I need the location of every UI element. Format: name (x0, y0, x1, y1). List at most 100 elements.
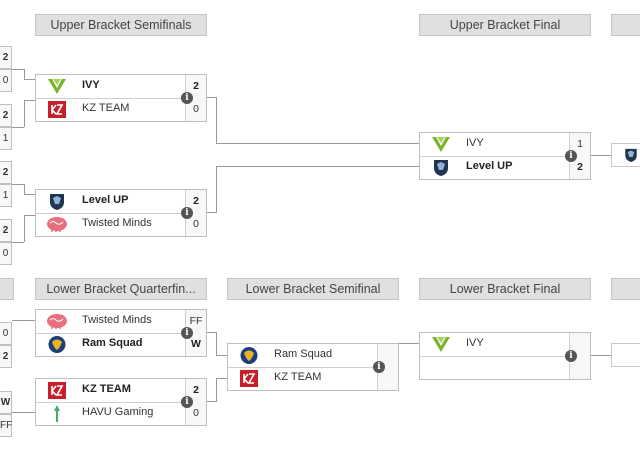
header-lb-final: Lower Bracket Final (419, 278, 591, 300)
team-score (569, 356, 590, 379)
connector-line (216, 166, 419, 167)
header-cutoff-right-bottom (611, 278, 640, 300)
team-score: 2 (569, 156, 590, 179)
match-info-icon[interactable]: i (181, 396, 193, 408)
team-name: Ram Squad (82, 337, 143, 349)
header-lb-semifinal: Lower Bracket Semifinal (227, 278, 399, 300)
edge-score: 1 (0, 127, 12, 150)
team-row[interactable]: Ram Squad W (36, 333, 206, 356)
team-score (377, 367, 398, 390)
connector-line (216, 97, 217, 143)
twisted-minds-logo-icon (47, 314, 67, 329)
edge-score: 2 (0, 219, 12, 242)
team-name: IVY (82, 79, 100, 91)
level-up-logo-icon (434, 160, 448, 176)
level-up-logo-icon (50, 194, 64, 210)
team-row[interactable]: KZ TEAM (228, 367, 398, 390)
connector-line (216, 355, 227, 356)
team-score: W (185, 333, 206, 356)
kz-team-logo-icon (240, 370, 258, 387)
header-ub-semifinals: Upper Bracket Semifinals (35, 14, 207, 36)
connector-line (216, 166, 217, 213)
team-name: KZ TEAM (82, 383, 131, 395)
team-name: Level UP (466, 160, 513, 172)
connector-line (12, 127, 24, 128)
match-info-icon[interactable]: i (373, 361, 385, 373)
connector-line (207, 97, 217, 98)
team-name: HAVU Gaming (82, 406, 154, 418)
match-ub-semifinal-1[interactable]: IVY 2 KZ TEAM 0 i (35, 74, 207, 122)
ivy-logo-icon (432, 337, 450, 352)
team-score: 0 (185, 402, 206, 425)
edge-score: 0 (0, 69, 12, 92)
team-name: Ram Squad (274, 348, 333, 360)
match-lb-quarterfinal-2[interactable]: KZ TEAM 2 HAVU Gaming 0 i (35, 378, 207, 426)
team-score: 0 (185, 213, 206, 236)
edge-score: 2 (0, 46, 12, 69)
next-match-stub[interactable] (611, 143, 640, 167)
connector-line (24, 215, 35, 216)
kz-team-logo-icon (48, 382, 66, 399)
match-info-icon[interactable]: i (181, 92, 193, 104)
connector-line (399, 343, 419, 344)
team-score: 0 (185, 98, 206, 121)
header-cutoff-left-bottom (0, 278, 14, 300)
match-ub-final[interactable]: IVY 1 Level UP 2 i (419, 132, 591, 180)
connector-line (12, 412, 35, 413)
match-lb-final[interactable]: IVY i (419, 332, 591, 380)
connector-line (591, 155, 611, 156)
next-match-stub[interactable] (611, 343, 640, 367)
twisted-minds-logo-icon (47, 217, 67, 232)
team-name: Twisted Minds (82, 314, 152, 326)
kz-team-logo-icon (48, 101, 66, 118)
team-name: KZ TEAM (82, 102, 130, 114)
ivy-logo-icon (48, 79, 66, 94)
team-name: Twisted Minds (82, 217, 152, 229)
team-row[interactable]: KZ TEAM 2 (36, 379, 206, 403)
connector-line (216, 378, 217, 402)
connector-line (24, 79, 35, 80)
team-row[interactable]: Level UP 2 (420, 156, 590, 179)
edge-score: FF (0, 414, 12, 437)
ivy-logo-icon (432, 137, 450, 152)
connector-line (12, 69, 24, 70)
team-name: IVY (466, 337, 484, 349)
connector-line (24, 194, 35, 195)
connector-line (24, 100, 35, 101)
match-lb-semifinal[interactable]: Ram Squad KZ TEAM i (227, 343, 399, 391)
edge-score: 2 (0, 104, 12, 127)
connector-line (216, 378, 227, 379)
match-info-icon[interactable]: i (565, 150, 577, 162)
level-up-logo-icon (625, 148, 637, 162)
match-info-icon[interactable]: i (565, 350, 577, 362)
team-row[interactable]: Twisted Minds 0 (36, 213, 206, 236)
connector-line (207, 401, 217, 402)
team-name: KZ TEAM (274, 371, 322, 383)
team-name: Level UP (82, 194, 129, 206)
match-info-icon[interactable]: i (181, 207, 193, 219)
header-lb-quarterfinals: Lower Bracket Quarterfin... (35, 278, 207, 300)
match-info-icon[interactable]: i (181, 327, 193, 339)
edge-score: 2 (0, 345, 12, 368)
connector-line (12, 242, 24, 243)
connector-line (12, 320, 35, 321)
edge-score: W (0, 391, 12, 414)
connector-line (24, 69, 25, 79)
connector-line (24, 100, 25, 127)
team-row[interactable]: KZ TEAM 0 (36, 98, 206, 121)
edge-score: 0 (0, 242, 12, 265)
match-ub-semifinal-2[interactable]: Level UP 2 Twisted Minds 0 i (35, 189, 207, 237)
team-row[interactable]: Ram Squad (228, 344, 398, 368)
team-row[interactable] (420, 356, 590, 379)
team-name: IVY (466, 137, 484, 149)
ram-squad-logo-icon (48, 336, 66, 353)
ram-squad-logo-icon (240, 347, 258, 364)
match-lb-quarterfinal-1[interactable]: Twisted Minds FF Ram Squad W i (35, 309, 207, 357)
connector-line (207, 332, 217, 333)
havu-gaming-logo-icon (54, 405, 60, 422)
edge-score: 2 (0, 161, 12, 184)
connector-line (591, 355, 611, 356)
edge-score: 1 (0, 184, 12, 207)
team-row[interactable]: HAVU Gaming 0 (36, 402, 206, 425)
connector-line (216, 143, 419, 144)
